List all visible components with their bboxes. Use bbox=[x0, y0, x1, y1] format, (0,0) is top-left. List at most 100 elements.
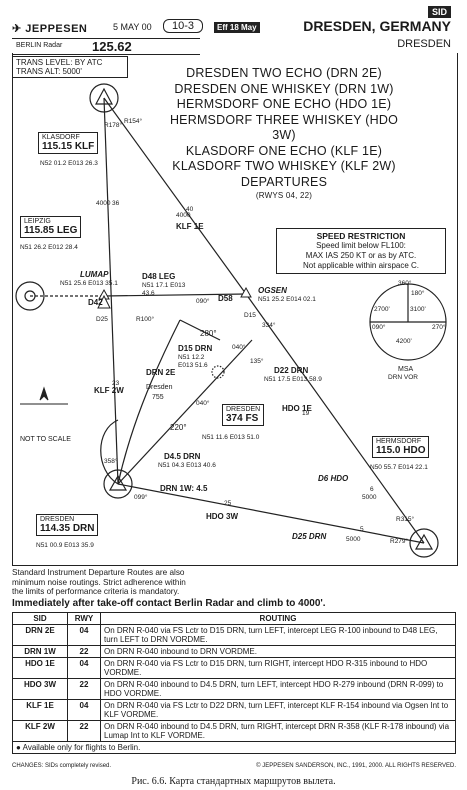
row-sid: HDO 3W bbox=[12, 678, 68, 700]
klf-vor-symbol bbox=[89, 83, 119, 113]
hermsdorf-box: HERMSDORF 115.0 HDO bbox=[372, 436, 430, 458]
leg-r315: R315° bbox=[396, 516, 415, 523]
dresden-ndb-box: DRESDEN 374 FS bbox=[222, 404, 265, 426]
msa-alt3: 4200' bbox=[396, 338, 412, 345]
leg-dist-40: 40 bbox=[186, 206, 194, 213]
row-rwy: 22 bbox=[67, 645, 101, 658]
chart-footer: CHANGES: SIDs completely revised. © JEPP… bbox=[12, 763, 456, 769]
lumap-coord: N51 25.6 E013 35.1 bbox=[60, 280, 118, 287]
msa-sub: DRN VOR bbox=[388, 374, 418, 381]
page-number: 10-3 bbox=[163, 19, 204, 33]
transition-box: TRANS LEVEL: BY ATC TRANS ALT: 5000' bbox=[12, 56, 128, 78]
sid-tag: SID bbox=[427, 6, 451, 18]
leg-dist-5: 5 bbox=[360, 526, 364, 533]
leg-vor-symbol bbox=[15, 281, 45, 311]
row-rwy: 04 bbox=[67, 624, 101, 646]
table-row: DRN 1W 22 On DRN R-040 inbound to DRN VO… bbox=[12, 645, 456, 658]
row-routing: On DRN R-040 inbound to D4.5 DRN, turn L… bbox=[100, 678, 456, 700]
leg-drn1w-label: DRN 1W: 4.5 bbox=[160, 484, 208, 493]
lumap-label: LUMAP bbox=[80, 270, 109, 279]
table-footnote-row: ● Available only for flights to Berlin. bbox=[12, 741, 456, 754]
klasdorf-box: KLASDORF 115.15 KLF bbox=[38, 132, 99, 154]
leg-dist-23: 23 bbox=[112, 380, 120, 387]
row-rwy: 04 bbox=[67, 699, 101, 721]
leg-d25: D25 bbox=[96, 316, 108, 323]
procedure-notes: Standard Instrument Departure Routes are… bbox=[12, 568, 456, 608]
transition-level: TRANS LEVEL: BY ATC bbox=[16, 58, 103, 67]
d48leg-coord: N51 17.1 E013 43.6 bbox=[142, 282, 186, 297]
d15drn-label: D15 DRN bbox=[178, 344, 213, 353]
title-drn2e: DRESDEN TWO ECHO (DRN 2E) bbox=[186, 66, 382, 80]
klasdorf-freq: 115.15 KLF bbox=[42, 141, 95, 152]
title-hdo3w: HERMSDORF THREE WHISKEY (HDO 3W) bbox=[169, 112, 399, 143]
chart-plan-view bbox=[12, 53, 458, 566]
leg-r154: R154° bbox=[124, 118, 143, 125]
footer-changes: CHANGES: SIDs completely revised. bbox=[12, 763, 112, 769]
leg-r279: R279° bbox=[390, 538, 409, 545]
ndb-symbol bbox=[211, 365, 225, 379]
hdo-vor-symbol bbox=[409, 528, 439, 558]
row-routing: On DRN R-040 inbound to DRN VORDME. bbox=[100, 645, 456, 658]
speed-restriction-box: SPEED RESTRICTION Speed limit below FL10… bbox=[276, 228, 446, 274]
notes-line2: minimum noise routings. Strict adherence… bbox=[12, 577, 186, 587]
col-routing: ROUTING bbox=[100, 612, 456, 625]
leg-drn2e-label: DRN 2E bbox=[146, 368, 176, 377]
footnote-icon: ● bbox=[16, 743, 21, 752]
footer-copyright: © JEPPESEN SANDERSON, INC., 1991, 2000. … bbox=[256, 763, 456, 769]
msa-alt2: 3100' bbox=[410, 306, 426, 313]
row-rwy: 22 bbox=[67, 678, 101, 700]
ogsen-coord: N51 25.2 E014 02.1 bbox=[258, 296, 316, 303]
speed-line2: MAX IAS 250 KT or as by ATC. bbox=[305, 251, 417, 260]
leipzig-coord: N51 26.2 E012 28.4 bbox=[20, 244, 78, 251]
leg-lumap-ogsen bbox=[103, 293, 247, 297]
dresden-city-label: Dresden bbox=[146, 384, 173, 391]
leg-klf-drn bbox=[103, 97, 119, 485]
d48leg-label: D48 LEG bbox=[142, 272, 176, 281]
msa-r4: 360° bbox=[398, 280, 412, 287]
jeppesen-logo: ✈ JEPPESEN bbox=[12, 23, 88, 35]
leg-h334: 334° bbox=[262, 322, 276, 329]
ogsen-triangle bbox=[240, 286, 252, 298]
table-row: KLF 2W 22 On DRN R-040 inbound to D4.5 D… bbox=[12, 720, 456, 742]
d45drn-coord: N51 04.3 E013 40.6 bbox=[158, 462, 216, 469]
leg-alt-4000b: 4000 bbox=[176, 212, 191, 219]
leg-alt-5000b: 5000 bbox=[346, 536, 361, 543]
dresden-vor-freq: 114.35 DRN bbox=[40, 523, 95, 534]
msa-alt1: 2700' bbox=[374, 306, 390, 313]
d6hdo-label: D6 HDO bbox=[318, 474, 349, 483]
speed-line1: Speed limit below FL100: bbox=[316, 241, 406, 250]
leg-drn-hdo bbox=[117, 483, 425, 544]
frequency-value: 125.62 bbox=[92, 39, 132, 54]
dresden-ndb-coord: N51 11.6 E013 51.0 bbox=[202, 434, 260, 441]
leg-h040a: 040° bbox=[232, 344, 246, 351]
footnote-text: Available only for flights to Berlin. bbox=[22, 743, 141, 752]
ogsen-label: OGSEN bbox=[258, 286, 287, 295]
leg-h040b: 040° bbox=[196, 400, 210, 407]
row-sid: KLF 1E bbox=[12, 699, 68, 721]
d58-label: D58 bbox=[218, 294, 233, 303]
leg-drn-ne bbox=[117, 339, 253, 485]
title-drn1w: DRESDEN ONE WHISKEY (DRN 1W) bbox=[174, 81, 394, 96]
notes-line3: the limits of performance criteria is ma… bbox=[12, 587, 180, 596]
msa-r1: 180° bbox=[411, 290, 425, 297]
leg-r178: R178° bbox=[104, 122, 123, 129]
table-footnote: ● Available only for flights to Berlin. bbox=[12, 741, 456, 754]
dresden-vor-name: DRESDEN bbox=[40, 516, 75, 523]
table-row: KLF 1E 04 On DRN R-040 via FS Lctr to D2… bbox=[12, 699, 456, 721]
hermsdorf-coord: N50 55.7 E014 22.1 bbox=[370, 464, 428, 471]
row-routing: On DRN R-040 via FS Lctr to D22 DRN, tur… bbox=[100, 699, 456, 721]
title-klf2w: KLASDORF TWO WHISKEY (KLF 2W) bbox=[172, 159, 396, 173]
d15drn-coord: N51 12.2 E013 51.6 bbox=[178, 354, 208, 369]
table-row: DRN 2E 04 On DRN R-040 via FS Lctr to D1… bbox=[12, 624, 456, 646]
leg-d15: D15 bbox=[244, 312, 256, 319]
frequency-label: BERLIN Radar bbox=[16, 42, 63, 49]
leg-h220: 220° bbox=[170, 423, 187, 432]
leipzig-freq: 115.85 LEG bbox=[24, 225, 78, 236]
table-row: HDO 3W 22 On DRN R-040 inbound to D4.5 D… bbox=[12, 678, 456, 700]
leg-r100: R100° bbox=[136, 316, 155, 323]
notes-climb-instruction: Immediately after take-off contact Berli… bbox=[12, 597, 326, 609]
leipzig-name: LEIPZIG bbox=[24, 218, 51, 225]
col-sid: SID bbox=[12, 612, 68, 625]
leg-h135: 135° bbox=[250, 358, 264, 365]
